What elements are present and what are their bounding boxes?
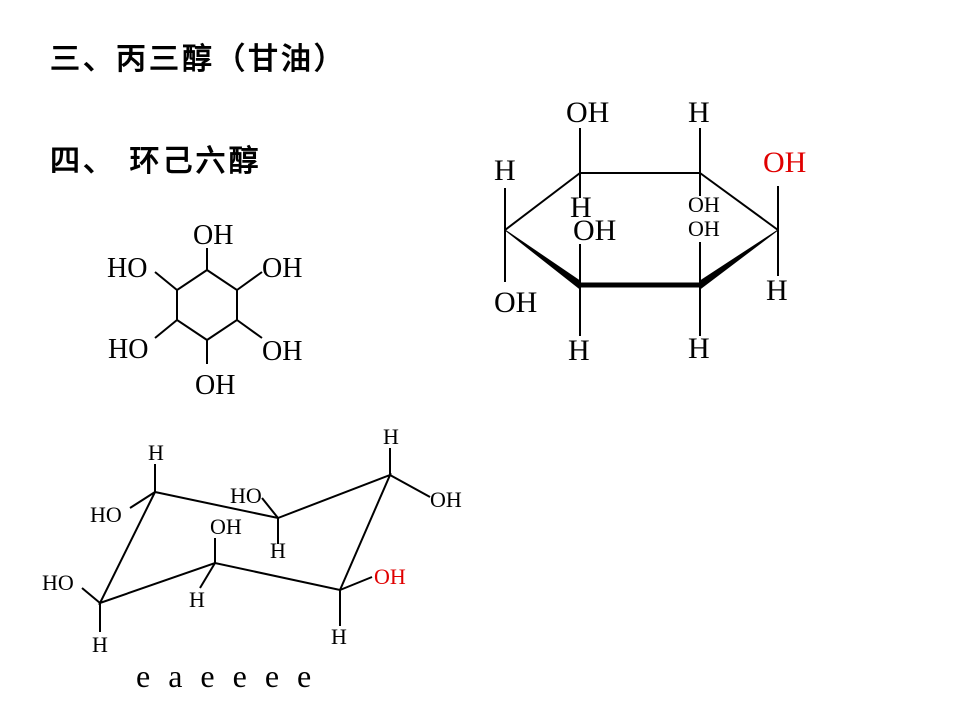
bond-c3-oh xyxy=(389,474,431,498)
wedge-front-left xyxy=(504,229,581,291)
label-oh-c4: OH xyxy=(374,564,406,589)
label-oh-c5: OH xyxy=(210,514,242,539)
bond-c4-oh xyxy=(339,576,373,591)
label-h-c2: H xyxy=(270,538,286,563)
inositol-chair-labels: H HO HO H H OH OH H OH H HO H xyxy=(42,424,462,657)
inositol-chair-structure xyxy=(81,448,431,632)
heading-cyclohexanol: 四、 环己六醇 xyxy=(50,144,262,179)
label-h-right-bottom: H xyxy=(766,274,788,307)
label-h-left-top: H xyxy=(494,154,516,187)
ring-back-right xyxy=(699,172,779,231)
label-h-c1: H xyxy=(148,440,164,465)
inositol-flat-labels: OH HO OH HO OH OH xyxy=(107,220,302,401)
haworth-front-bonds xyxy=(504,229,779,291)
label-oh-bottom: OH xyxy=(195,370,235,401)
ring-back-left xyxy=(504,172,581,231)
label-oh-c2-below: OH xyxy=(688,192,720,217)
label-h-c2-top: H xyxy=(688,96,710,129)
label-ho-lower-left: HO xyxy=(108,334,148,365)
inositol-haworth-structure xyxy=(504,128,779,336)
bond-c6-ho xyxy=(81,587,101,604)
inositol-haworth-labels: OH H H OH H OH OH H H H xyxy=(494,96,806,367)
bond-c1-ho xyxy=(129,491,156,509)
label-h-front-left-bottom: H xyxy=(568,334,590,367)
label-oh-front-left-top: OH xyxy=(573,214,616,247)
bond-lower-left xyxy=(154,319,178,339)
label-oh-top: OH xyxy=(193,220,233,251)
label-oh-right-top: OH xyxy=(763,146,806,179)
bond-lower-right xyxy=(236,319,263,339)
inositol-flat-structure xyxy=(154,248,263,364)
bond-upper-right xyxy=(236,271,263,291)
wedge-front-right xyxy=(699,229,779,291)
label-h-c1-bottom: H xyxy=(570,191,592,224)
label-ho-upper-left: HO xyxy=(107,253,147,284)
bond-c5-h xyxy=(199,562,216,589)
label-ho-c6: HO xyxy=(42,570,74,595)
axial-equatorial-labels: e a e e e e xyxy=(136,658,314,694)
bond-upper-left xyxy=(154,271,178,291)
heading-glycerol: 三、丙三醇（甘油） xyxy=(50,42,347,77)
label-oh-left-bottom: OH xyxy=(494,286,537,319)
label-ho-c2: HO xyxy=(230,483,262,508)
label-h-c4: H xyxy=(331,624,347,649)
label-oh-lower-right: OH xyxy=(262,336,302,367)
inositol-haworth-small-labels: OH OH xyxy=(688,192,720,241)
label-h-c5: H xyxy=(189,587,205,612)
hexagon-ring xyxy=(176,268,238,342)
label-oh-c1-top: OH xyxy=(566,96,609,129)
bond-c2-ho xyxy=(261,497,279,519)
label-oh-c3: OH xyxy=(430,487,462,512)
label-oh-front-right-top: OH xyxy=(688,216,720,241)
label-h-c3: H xyxy=(383,424,399,449)
label-h-front-right-bottom: H xyxy=(688,332,710,365)
label-h-c6: H xyxy=(92,632,108,657)
label-oh-upper-right: OH xyxy=(262,253,302,284)
label-ho-c1: HO xyxy=(90,502,122,527)
